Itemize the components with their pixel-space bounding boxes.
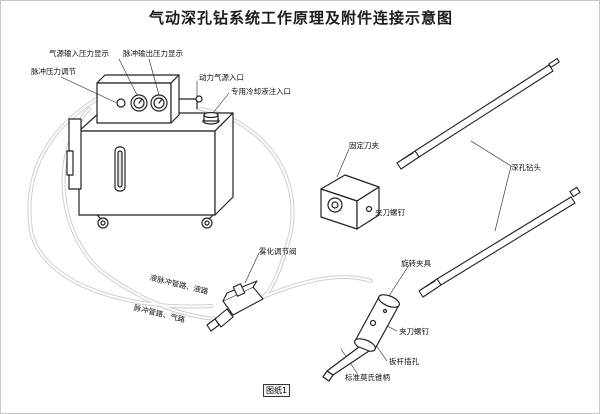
deep-hole-bit-label: 深孔钻头 — [511, 163, 541, 172]
leader-lines — [60, 58, 512, 374]
atomizer-valve — [206, 280, 264, 332]
atomizer-valve-label: 雾化调节阀 — [259, 247, 297, 256]
air-inlet-label: 动力气源入口 — [199, 73, 244, 82]
clamp-screw-bottom-label: 夹刀螺钉 — [399, 327, 429, 336]
outlet-gauge-label: 脉冲输出压力显示 — [123, 49, 183, 58]
drill-bit-upper — [396, 58, 560, 170]
wrench-hole-label: 扳杆插孔 — [389, 357, 419, 366]
drill-bit-lower — [418, 186, 581, 298]
pulse-regulator-label: 脉冲压力调节 — [31, 67, 76, 76]
control-cabinet — [66, 112, 234, 229]
diagram-title: 气动深孔钻系统工作原理及附件连接示意图 — [148, 9, 453, 27]
coolant-inlet-label: 专用冷却液注入口 — [231, 87, 291, 96]
rotary-holder-body — [322, 294, 400, 382]
clamp-screw-top-label: 夹刀螺钉 — [375, 208, 405, 217]
morse-taper-label: 标准莫氏锥柄 — [345, 373, 390, 382]
fixed-holder-body — [320, 174, 380, 230]
fixed-holder-label: 固定刀夹 — [349, 141, 379, 150]
gauge-box — [96, 74, 220, 125]
inlet-gauge-label: 气源输入压力显示 — [49, 49, 109, 58]
rotary-holder-label: 旋转夹具 — [401, 259, 431, 268]
figure-tag: 图纸1 — [263, 384, 291, 397]
